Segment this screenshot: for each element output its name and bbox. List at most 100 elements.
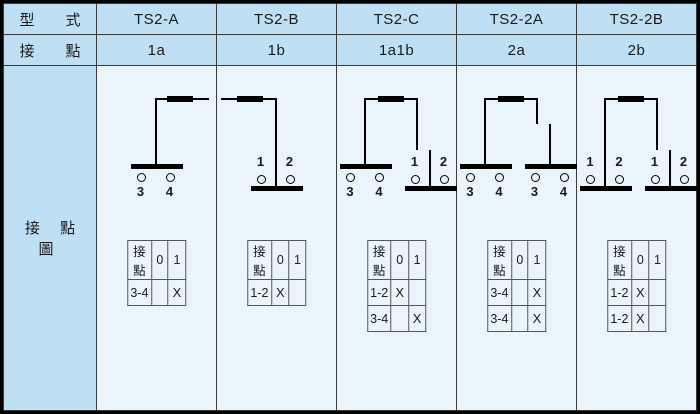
diagram-cell-ts2-b: 1 2 接點 0 1 — [216, 65, 337, 411]
tt-header-0: 0 — [271, 240, 290, 280]
tt-cell-state1 — [648, 305, 667, 332]
truth-table-row: 1-2 X — [366, 279, 427, 306]
tt-header-0: 0 — [390, 240, 409, 280]
row-header-contact: 接 點 — [3, 34, 97, 66]
contact-unit-nc: 1 2 — [402, 88, 457, 206]
model-row: 型 式 TS2-A TS2-B TS2-C TS2-2A TS2-2B — [3, 3, 697, 35]
terminal-label: 3 — [530, 184, 539, 199]
terminal-label: 1 — [256, 154, 265, 169]
truth-table-header-row: 接點 0 1 — [246, 240, 307, 280]
tt-cell-state0 — [151, 279, 169, 306]
tt-row-label: 3-4 — [486, 305, 513, 332]
tt-header-contact: 接點 — [246, 240, 273, 280]
tt-cell-state0: X — [271, 279, 290, 306]
truth-table-row: 1-2 X — [246, 279, 307, 306]
contact-symbol-ts2-2b: 1 2 1 2 — [577, 66, 697, 216]
tt-header-contact: 接點 — [366, 240, 392, 280]
truth-table-ts2-2b: 接點 0 1 1-2 X — [606, 240, 667, 332]
terminal-circle — [530, 173, 540, 182]
contact-row: 接 點 1a 1b 1a1b 2a 2b — [3, 34, 697, 66]
contact-ts2-2a: 2a — [456, 34, 577, 66]
tt-header-0: 0 — [631, 240, 650, 280]
contact-bar — [524, 164, 577, 169]
contact-stem — [668, 150, 671, 186]
row-header-model: 型 式 — [3, 3, 97, 35]
tt-row-label: 1-2 — [366, 279, 392, 306]
tt-header-1: 1 — [648, 240, 667, 280]
tt-cell-state1 — [407, 279, 427, 306]
truth-table-holder-ts2-c: 接點 0 1 1-2 X — [366, 240, 427, 332]
contact-bar — [250, 186, 303, 191]
truth-table-row: 3-4 X — [126, 279, 187, 306]
terminal-label: 1 — [650, 154, 659, 169]
contact-bar — [460, 164, 512, 169]
terminal-circle — [615, 175, 624, 184]
contact-unit-no: 3 4 — [457, 88, 538, 206]
contact-stem — [274, 150, 277, 186]
truth-table-ts2-b: 接點 0 1 1-2 X — [246, 240, 307, 306]
truth-table-holder-ts2-a: 接點 0 1 3-4 X — [126, 240, 187, 306]
contact-symbol-ts2-b: 1 2 — [217, 66, 336, 216]
tt-cell-state0: X — [631, 279, 650, 306]
truth-table-row: 3-4 X — [366, 305, 427, 332]
contact-unit-no: 3 4 — [522, 88, 577, 206]
tt-row-label: 1-2 — [246, 279, 273, 306]
truth-table-ts2-c: 接點 0 1 1-2 X — [366, 240, 427, 332]
contact-stem — [154, 124, 157, 164]
diagram-cell-ts2-c: 3 4 1 2 — [336, 65, 457, 411]
terminal-circle — [285, 175, 295, 184]
terminal-circle — [136, 173, 146, 182]
terminal-circle — [410, 175, 420, 184]
tt-cell-state1: X — [407, 305, 427, 332]
tt-cell-state0 — [511, 279, 529, 306]
terminal-label: 1 — [410, 154, 419, 169]
diagram-cell-ts2-2b: 1 2 1 2 — [576, 65, 697, 411]
tt-cell-state1 — [288, 279, 307, 306]
contact-unit-nc: 1 2 — [577, 88, 658, 206]
truth-table-ts2-a: 接點 0 1 3-4 X — [126, 240, 187, 306]
tt-row-label: 1-2 — [606, 305, 633, 332]
terminal-circle — [466, 173, 475, 182]
diagram-row: 接 點 圖 — [3, 65, 697, 411]
contact-unit-nc: 1 2 — [642, 88, 697, 206]
contact-bar — [644, 186, 697, 191]
truth-table-header-row: 接點 0 1 — [486, 240, 547, 280]
truth-table-row: 3-4 X — [486, 305, 547, 332]
contact-unit-no: 3 4 — [337, 88, 418, 206]
terminal-label: 4 — [559, 184, 568, 199]
contact-unit-no: 3 4 — [128, 88, 209, 206]
terminal-label: 3 — [346, 184, 354, 199]
terminal-circle — [375, 173, 384, 182]
contact-bar — [340, 164, 392, 169]
terminal-circle — [439, 175, 449, 184]
model-ts2-2b: TS2-2B — [576, 3, 697, 35]
tt-header-1: 1 — [288, 240, 307, 280]
tt-cell-state0: X — [631, 305, 650, 332]
truth-table-header-row: 接點 0 1 — [606, 240, 667, 280]
terminal-circle — [559, 173, 569, 182]
terminal-label: 3 — [136, 184, 145, 199]
contact-unit-nc: 1 2 — [220, 88, 306, 206]
truth-table-row: 3-4 X — [486, 279, 547, 306]
truth-table-holder-ts2-b: 接點 0 1 1-2 X — [246, 240, 307, 306]
truth-table-row: 1-2 X — [606, 305, 667, 332]
terminal-label: 2 — [439, 154, 448, 169]
contact-stem — [548, 124, 551, 164]
tt-row-label: 3-4 — [366, 305, 392, 332]
tt-header-0: 0 — [151, 240, 169, 280]
truth-table-holder-ts2-2a: 接點 0 1 3-4 X — [486, 240, 547, 332]
terminal-label: 2 — [679, 154, 688, 169]
tt-row-label: 1-2 — [606, 279, 633, 306]
tt-header-contact: 接點 — [486, 240, 513, 280]
diagram-cell-ts2-2a: 3 4 3 4 — [456, 65, 577, 411]
contact-bar — [404, 186, 457, 191]
terminal-label: 4 — [165, 184, 174, 199]
tt-cell-state0 — [390, 305, 409, 332]
contact-symbol-ts2-c: 3 4 1 2 — [337, 66, 457, 216]
tt-row-label: 3-4 — [486, 279, 513, 306]
tt-header-1: 1 — [167, 240, 187, 280]
contact-stem — [428, 150, 431, 186]
model-ts2-b: TS2-B — [216, 3, 337, 35]
contact-stem — [364, 124, 366, 164]
